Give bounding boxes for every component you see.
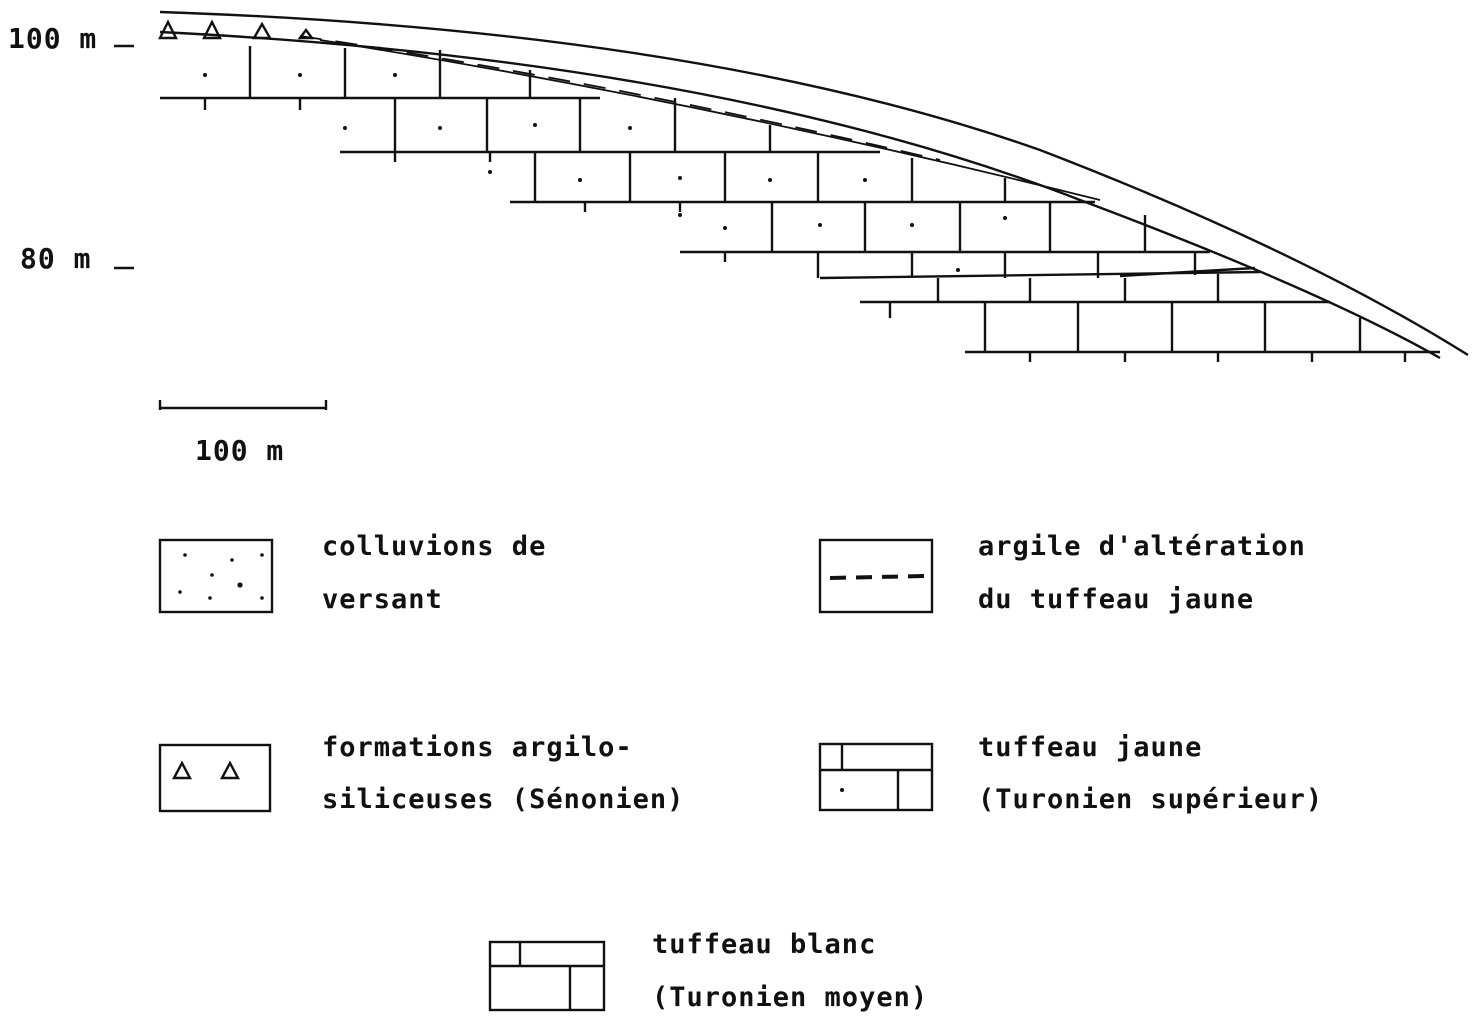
legend: colluvions de versant argile d'altératio… — [158, 531, 1323, 1013]
scale-bar-label: 100 m — [195, 434, 284, 467]
legend-text-tuffeau-blanc-1: tuffeau blanc — [652, 929, 876, 960]
elevation-label-80m: 80 m — [20, 242, 91, 275]
colluvium-base-line — [159, 30, 1441, 360]
legend-swatch-argile — [818, 538, 934, 614]
legend-text-tuffeau-jaune-1: tuffeau jaune — [978, 732, 1202, 763]
legend-text-formations-1: formations argilo- — [322, 732, 633, 763]
legend-swatch-formations-triangles — [172, 760, 240, 780]
legend-text-formations-2: siliceuses (Sénonien) — [322, 784, 684, 815]
clay-lens-base — [319, 39, 1101, 201]
legend-text-argile-1: argile d'altération — [978, 531, 1306, 562]
cross-section-profile — [158, 10, 1469, 362]
legend-swatch-tuffeau-jaune — [818, 742, 934, 812]
legend-swatch-formations — [158, 743, 272, 813]
limestone-beds — [160, 46, 1440, 362]
legend-text-colluvions-2: versant — [322, 584, 443, 615]
legend-swatch-tuffeau-blanc — [488, 940, 606, 1012]
legend-text-argile-2: du tuffeau jaune — [978, 584, 1254, 615]
scale-bar — [158, 400, 328, 410]
legend-text-tuffeau-blanc-2: (Turonien moyen) — [652, 982, 928, 1013]
legend-swatch-argile-dashes — [829, 574, 927, 580]
elevation-label-100m: 100 m — [8, 22, 97, 55]
senonien-triangles — [158, 19, 315, 40]
clay-lens-dashes — [299, 35, 941, 161]
legend-text-colluvions-1: colluvions de — [322, 531, 546, 562]
legend-swatch-colluvions-dots — [178, 553, 264, 600]
ground-surface-line — [159, 10, 1469, 357]
legend-swatch-colluvions — [158, 538, 274, 614]
legend-text-tuffeau-jaune-2: (Turonien supérieur) — [978, 784, 1323, 815]
